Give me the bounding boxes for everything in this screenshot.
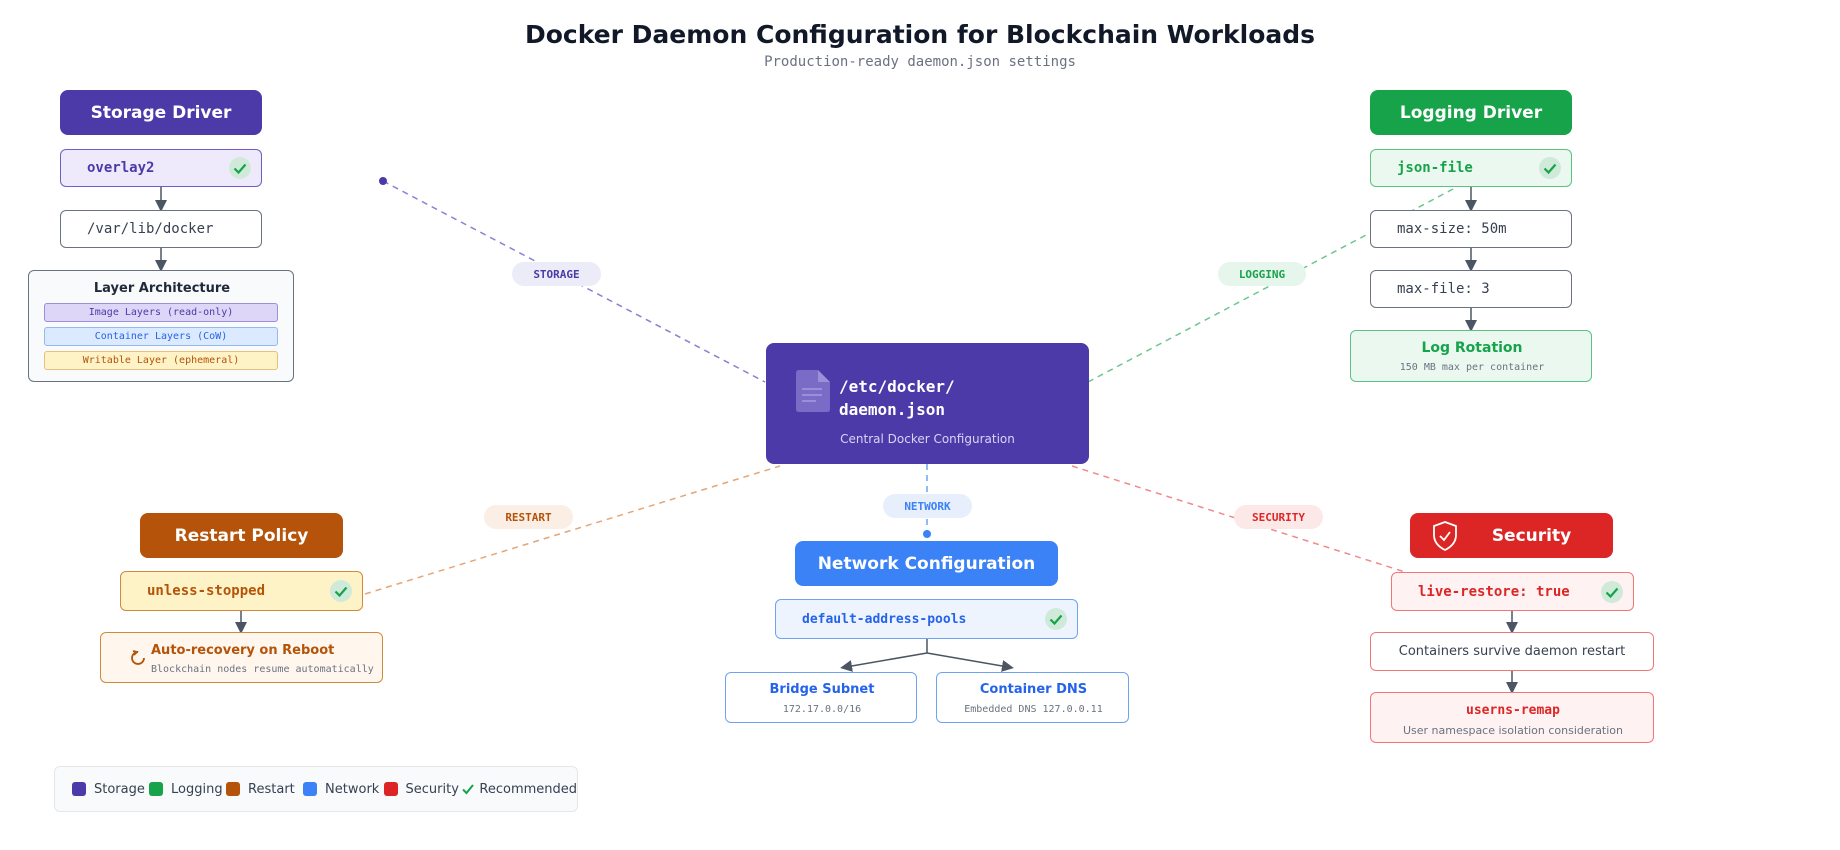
daemon-json-path-line1: /etc/docker/ [839, 377, 955, 396]
container-dns-box: Container DNS Embedded DNS 127.0.0.11 [936, 672, 1129, 723]
storage-connector-label: STORAGE [512, 262, 601, 286]
security-header-label: Security [1491, 525, 1572, 546]
legend-logging: Logging [149, 782, 226, 797]
check-icon [1601, 580, 1623, 603]
bridge-subnet-detail: 172.17.0.0/16 [782, 704, 862, 715]
log-rotation-detail: 150 MB max per container [1399, 362, 1545, 373]
storage-path-box: /var/lib/docker [60, 210, 262, 248]
writable-layer-row: Writable Layer (ephemeral) [44, 351, 278, 370]
userns-remap-detail: User namespace isolation consideration [1402, 724, 1624, 737]
userns-remap-box: userns-remap User namespace isolation co… [1370, 692, 1654, 743]
daemon-json-caption: Central Docker Configuration [840, 432, 1015, 446]
storage-connector [382, 180, 766, 383]
legend-restart-swatch [226, 782, 241, 796]
legend-network-label: Network [325, 781, 380, 797]
restart-policy-value-text: unless-stopped [147, 583, 266, 599]
network-pools-value[interactable]: default-address-pools [775, 599, 1078, 639]
shield-check-icon [1433, 521, 1457, 551]
legend-logging-swatch [149, 782, 164, 796]
container-dns-title: Container DNS [979, 682, 1088, 697]
legend-logging-label: Logging [171, 781, 223, 797]
log-rotation-title: Log Rotation [1421, 340, 1523, 356]
bridge-subnet-box: Bridge Subnet 172.17.0.0/16 [725, 672, 917, 723]
file-document-icon [796, 370, 830, 412]
live-restore-value[interactable]: live-restore: true [1391, 572, 1634, 611]
check-icon [462, 784, 475, 795]
page-subtitle: Production-ready daemon.json settings [764, 54, 1076, 70]
security-connector [1071, 465, 1406, 573]
live-restore-value-text: live-restore: true [1418, 583, 1570, 600]
container-layers-row: Container Layers (CoW) [44, 327, 278, 346]
legend: Storage Logging Restart Network Security… [54, 766, 578, 812]
check-icon [1539, 157, 1561, 179]
daemon-json-card[interactable]: /etc/docker/ daemon.json Central Docker … [766, 343, 1089, 464]
bridge-subnet-title: Bridge Subnet [769, 682, 875, 697]
auto-recovery-detail: Blockchain nodes resume automatically [151, 664, 374, 675]
restart-policy-value[interactable]: unless-stopped [120, 571, 363, 611]
legend-network-swatch [303, 782, 318, 796]
security-header[interactable]: Security [1410, 513, 1613, 558]
refresh-icon [131, 650, 145, 665]
logging-driver-value-text: json-file [1397, 160, 1473, 176]
network-configuration-header[interactable]: Network Configuration [795, 541, 1058, 586]
legend-security-label: Security [405, 781, 459, 797]
legend-restart-label: Restart [248, 781, 295, 797]
network-connector-dot [923, 530, 931, 538]
legend-security: Security [383, 781, 462, 797]
legend-recommended-label: Recommended [479, 781, 578, 797]
network-connector-label: NETWORK [883, 494, 972, 518]
storage-driver-value-text: overlay2 [87, 160, 155, 176]
storage-connector-dot [379, 177, 387, 185]
check-icon [1045, 608, 1067, 630]
auto-recovery-box: Auto-recovery on Reboot Blockchain nodes… [100, 632, 383, 683]
log-max-size-box: max-size: 50m [1370, 210, 1572, 248]
log-max-file-box: max-file: 3 [1370, 270, 1572, 308]
legend-security-swatch [383, 782, 398, 796]
page-title: Docker Daemon Configuration for Blockcha… [524, 20, 1316, 49]
legend-network: Network [303, 782, 383, 797]
logging-driver-value[interactable]: json-file [1370, 149, 1572, 187]
legend-restart: Restart [226, 782, 303, 797]
daemon-json-path-line2: daemon.json [839, 400, 945, 419]
logging-connector-label: LOGGING [1218, 262, 1306, 286]
legend-storage-label: Storage [94, 781, 145, 797]
log-rotation-box: Log Rotation 150 MB max per container [1350, 330, 1592, 382]
security-connector-label: SECURITY [1234, 505, 1323, 529]
restart-connector-label: RESTART [484, 505, 573, 529]
legend-storage: Storage [72, 782, 149, 797]
restart-connector [364, 465, 781, 595]
restart-policy-header[interactable]: Restart Policy [140, 513, 343, 558]
auto-recovery-title: Auto-recovery on Reboot [151, 643, 335, 658]
legend-storage-swatch [72, 782, 86, 796]
layer-architecture-box: Layer Architecture Image Layers (read-on… [28, 270, 294, 382]
image-layers-row: Image Layers (read-only) [44, 303, 278, 322]
network-pools-value-text: default-address-pools [802, 611, 967, 627]
logging-driver-header[interactable]: Logging Driver [1370, 90, 1572, 135]
check-icon [330, 580, 352, 602]
layer-architecture-title: Layer Architecture [93, 281, 231, 296]
container-dns-detail: Embedded DNS 127.0.0.11 [964, 704, 1103, 715]
legend-recommended: Recommended [461, 782, 577, 797]
storage-driver-value[interactable]: overlay2 [60, 149, 262, 187]
check-icon [229, 157, 251, 179]
containers-survive-box: Containers survive daemon restart [1370, 632, 1654, 671]
storage-driver-header[interactable]: Storage Driver [60, 90, 262, 135]
userns-remap-title: userns-remap [1466, 703, 1560, 718]
